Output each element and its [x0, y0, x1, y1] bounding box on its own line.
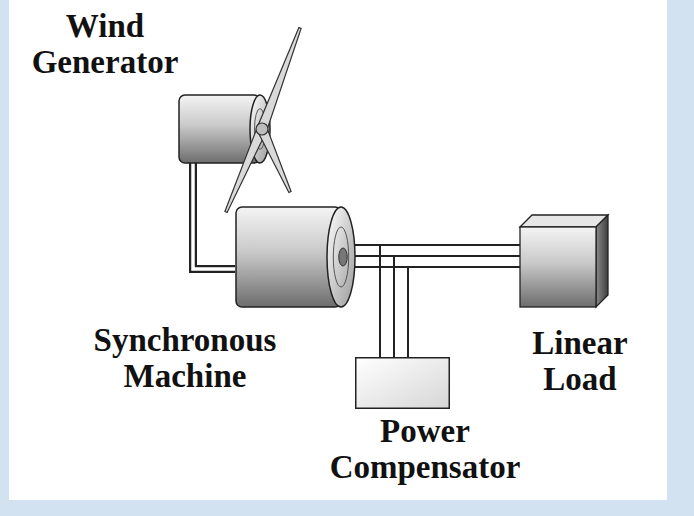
phase-wire — [355, 267, 408, 357]
compensator-tap — [355, 245, 408, 357]
end-ring — [333, 227, 348, 287]
cylinder-end — [327, 207, 355, 307]
turbine-blade — [257, 28, 301, 131]
phase-wire — [355, 245, 380, 357]
turbine-blade — [257, 127, 291, 193]
wind-generator: Wind Generator — [178, 95, 270, 163]
box-outline — [356, 358, 450, 409]
box-front — [520, 227, 596, 307]
turbine-blade — [225, 127, 267, 212]
phase-wire — [355, 256, 394, 357]
linear-load-shape — [520, 215, 608, 307]
synchronous-machine-shape — [235, 207, 355, 307]
box-top — [520, 215, 608, 227]
box-side — [596, 215, 608, 307]
shaft-hub — [339, 248, 347, 266]
component-label: Synchronous Machine — [70, 322, 300, 395]
power-compensator: Power Compensator — [355, 357, 450, 409]
component-label: Linear Load — [510, 325, 650, 398]
component-label: Power Compensator — [315, 413, 535, 486]
shaft-link — [193, 162, 236, 269]
cylinder-body — [236, 207, 341, 307]
wind-generator-shape — [178, 95, 270, 163]
wire-core — [193, 162, 236, 269]
linear-load: Linear Load — [520, 215, 608, 307]
component-label: Wind Generator — [10, 8, 200, 81]
synchronous-machine: Synchronous Machine — [235, 207, 355, 307]
rotor-hub — [256, 123, 268, 135]
wire-outer — [193, 163, 235, 269]
power-compensator-shape — [355, 357, 450, 409]
